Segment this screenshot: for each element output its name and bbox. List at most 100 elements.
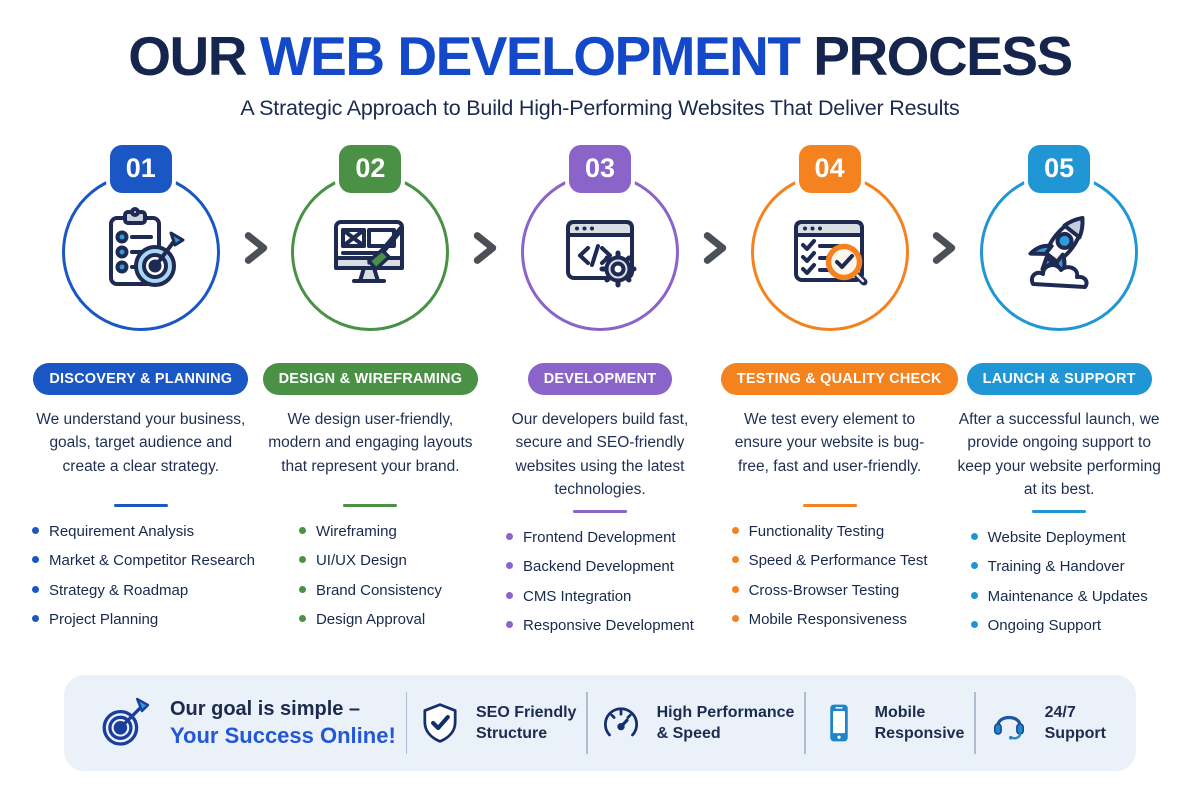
feature-support-line-2: Support	[1044, 725, 1106, 742]
step-5-title-pill: LAUNCH & SUPPORT	[966, 362, 1152, 395]
step-1-description: We understand your business, goals, targ…	[36, 410, 246, 475]
title-suffix: PROCESS	[813, 25, 1073, 87]
step-4-circle	[750, 172, 909, 331]
step-4-description: We test every element to ensure your web…	[734, 410, 925, 475]
step-5-list: Website Deployment Training & Handover M…	[970, 529, 1148, 634]
page-subtitle: A Strategic Approach to Build High-Perfo…	[240, 95, 960, 120]
bullet-dot	[731, 556, 739, 564]
step-2-description: We design user-friendly, modern and enga…	[268, 410, 473, 475]
step-1-title-pill: DISCOVERY & PLANNING	[33, 362, 249, 395]
step-2-divider	[343, 503, 398, 507]
list-item: Cross-Browser Testing	[731, 582, 928, 599]
monitor-brush-icon	[334, 219, 405, 283]
step-4-divider	[802, 503, 857, 507]
header: OUR WEB DEVELOPMENT PROCESS A Strategic …	[0, 0, 1200, 121]
step-4-title-pill: TESTING & QUALITY CHECK	[720, 362, 958, 395]
step-4-number-badge: 04	[798, 144, 861, 193]
bullet-dot	[731, 615, 739, 623]
bullet-dot	[731, 585, 739, 593]
step-testing-quality: 04 TESTING & QUALITY CHECK We test every…	[715, 144, 958, 647]
feature-support-line-1: 24/7	[1044, 703, 1076, 721]
title-highlight: WEB DEVELOPMENT	[259, 25, 801, 87]
rocket-icon	[1028, 215, 1089, 289]
process-steps-row: 01 DISCOVERY & PLANNING We understand yo…	[26, 144, 1174, 647]
bullet-dot	[298, 556, 306, 564]
target-dart-icon	[102, 697, 150, 746]
feature-seo-line-1: SEO Friendly	[475, 703, 577, 721]
bullet-dot	[731, 526, 739, 534]
list-item: Design Approval	[298, 611, 442, 628]
goal-section: Our goal is simple – Your Success Online…	[94, 693, 396, 753]
list-item: Functionality Testing	[731, 523, 928, 540]
step-3-number-badge: 03	[568, 144, 631, 193]
list-item: CMS Integration	[506, 588, 694, 605]
shield-check-icon	[423, 703, 457, 743]
list-item: Project Planning	[32, 611, 250, 628]
step-2-number-badge: 02	[339, 144, 402, 193]
list-item: Strategy & Roadmap	[32, 582, 250, 599]
list-item: Wireframing	[298, 523, 442, 540]
list-item: Maintenance & Updates	[970, 588, 1148, 605]
step-3-description: Our developers build fast, secure and SE…	[511, 410, 689, 499]
bullet-dot	[298, 585, 306, 593]
step-4-list: Functionality Testing Speed & Performanc…	[731, 523, 928, 628]
feature-performance: High Performance & Speed	[598, 700, 794, 746]
step-1-circle	[61, 172, 220, 331]
step-1-number-badge: 01	[109, 144, 172, 193]
step-development: 03 DEVELOPMENT Our developers build fast…	[485, 144, 715, 647]
chevron-right-icon	[469, 231, 501, 265]
bullet-dot	[970, 562, 978, 570]
bullet-dot	[32, 526, 39, 534]
chevron-right-icon	[699, 231, 731, 265]
feature-seo-line-2: Structure	[475, 725, 548, 742]
checklist-magnifier-icon	[793, 219, 868, 286]
list-item: Training & Handover	[970, 558, 1148, 575]
bullet-dot	[298, 615, 306, 623]
chevron-right-icon	[928, 231, 960, 265]
step-3-divider	[572, 509, 627, 513]
step-2-list: Wireframing UI/UX Design Brand Consisten…	[298, 523, 442, 628]
code-window-gear-icon	[565, 219, 637, 288]
list-item: Frontend Development	[506, 529, 694, 546]
step-2-circle	[291, 172, 450, 331]
footer-divider	[586, 692, 588, 754]
feature-mobile-line-2: Responsive	[874, 725, 965, 742]
step-3-list: Frontend Development Backend Development…	[506, 529, 694, 634]
bullet-dot	[298, 526, 306, 534]
bullet-dot	[506, 591, 514, 599]
list-item: Website Deployment	[970, 529, 1148, 546]
footer-divider	[405, 692, 408, 754]
step-launch-support: 05 LAUNCH & SUPPORT After a successful l…	[944, 144, 1174, 647]
feature-seo: SEO Friendly Structure	[417, 700, 576, 746]
bullet-dot	[32, 556, 39, 564]
footer-divider	[804, 692, 806, 754]
bullet-dot	[32, 585, 39, 593]
title-prefix: OUR	[128, 25, 247, 87]
step-5-description: After a successful launch, we provide on…	[957, 410, 1161, 499]
step-2-title-pill: DESIGN & WIREFRAMING	[262, 362, 479, 395]
clipboard-target-icon	[108, 206, 185, 287]
step-design-wireframing: 02 DESIGN & WIREFRAMING We design user-f…	[256, 144, 486, 647]
list-item: Market & Competitor Research	[32, 552, 255, 569]
feature-support: 24/7 Support	[986, 700, 1106, 746]
list-item: Responsive Development	[506, 617, 694, 634]
headset-icon	[993, 715, 1024, 740]
list-item: Backend Development	[506, 558, 694, 575]
step-3-circle	[520, 172, 679, 331]
footer-bar: Our goal is simple – Your Success Online…	[64, 675, 1136, 771]
list-item: UI/UX Design	[298, 552, 442, 569]
bullet-dot	[506, 621, 514, 629]
feature-performance-line-2: & Speed	[656, 725, 721, 742]
feature-mobile-line-1: Mobile	[874, 703, 926, 721]
speedometer-icon	[603, 707, 638, 737]
mobile-phone-icon	[829, 704, 848, 742]
bullet-dot	[970, 591, 978, 599]
list-item: Brand Consistency	[298, 582, 442, 599]
step-5-number-badge: 05	[1028, 144, 1091, 193]
bullet-dot	[32, 615, 39, 623]
page-title: OUR WEB DEVELOPMENT PROCESS	[0, 25, 1200, 87]
bullet-dot	[970, 532, 978, 540]
goal-line-1: Our goal is simple –	[170, 697, 361, 720]
step-1-list: Requirement Analysis Market & Competitor…	[32, 523, 255, 628]
step-1-divider	[113, 503, 168, 507]
